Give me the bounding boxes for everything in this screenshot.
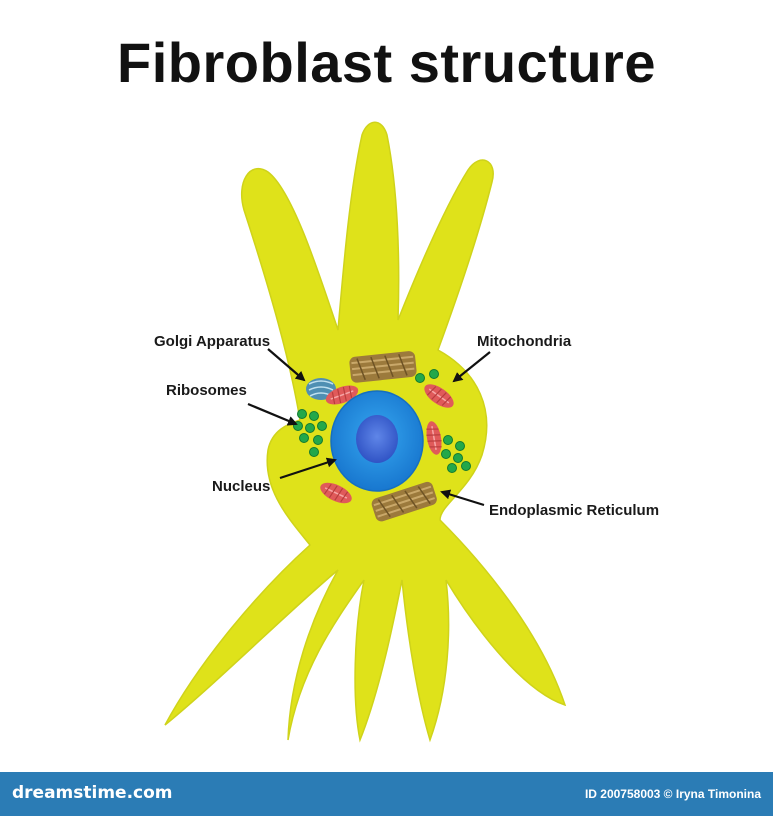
mitochondria [320,384,454,504]
endoplasmic-reticulum-bottom [371,481,437,522]
label-ribosomes: Ribosomes [166,382,247,399]
page-title: Fibroblast structure [117,31,656,94]
endoplasmic-reticulum-top [349,351,417,383]
fibroblast-diagram: Golgi Apparatus Ribosomes Nucleus Mitoch… [154,121,659,743]
footer-credit: ID 200758003 © Iryna Timonina [584,787,761,801]
label-endoplasmic-reticulum: Endoplasmic Reticulum [489,502,659,519]
footer-site: dreamstime.com [12,783,173,803]
ribosomes-left [293,409,327,457]
label-mitochondria: Mitochondria [477,333,572,350]
label-nucleus: Nucleus [212,478,270,495]
footer-bar: dreamstime.com ID 200758003 © Iryna Timo… [0,772,773,816]
arrow-nucleus [279,457,337,480]
nucleolus [356,415,398,463]
arrow-ribosomes [247,402,298,426]
ribosomes-right [415,369,471,473]
arrow-mitochondria [452,351,491,383]
arrow-er [440,489,485,507]
nucleus [330,390,424,492]
label-golgi-apparatus: Golgi Apparatus [154,333,270,350]
arrow-golgi [267,348,306,382]
pointer-arrows [247,348,491,507]
